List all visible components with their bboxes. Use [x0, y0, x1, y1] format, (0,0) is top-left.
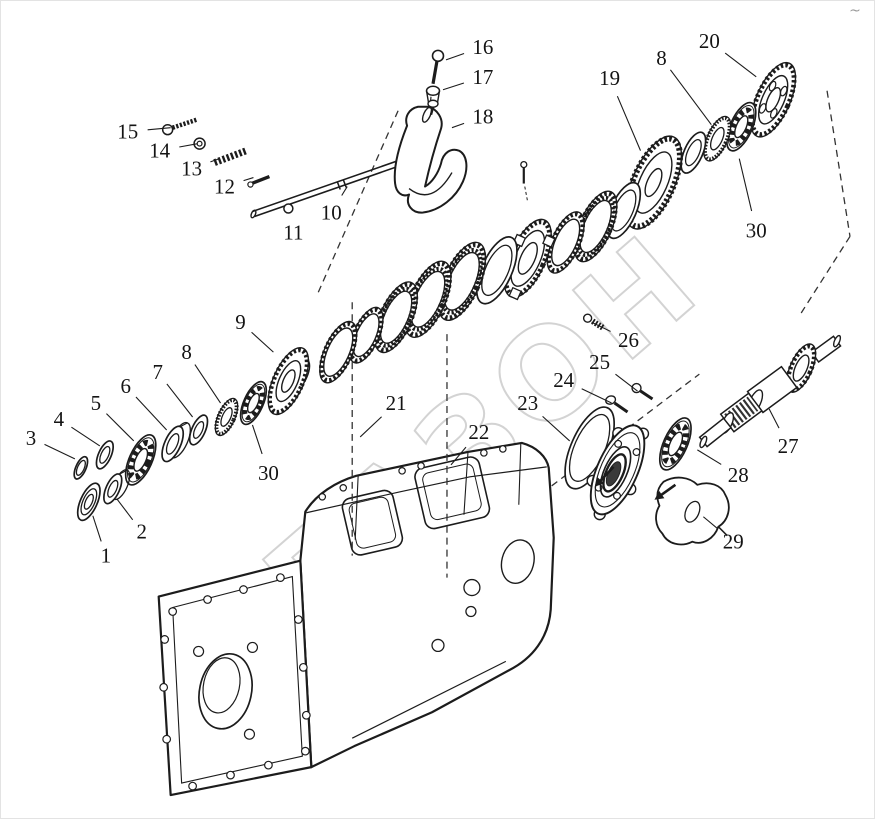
- callout-9: 9: [235, 310, 245, 334]
- part-2-collar: [103, 469, 131, 505]
- part-8-splined-bushing-rear: [702, 115, 732, 162]
- part-4-washer: [95, 440, 115, 470]
- callouts-layer: 1234567893010111213141516171819820302122…: [26, 29, 799, 568]
- callout-12: 12: [214, 175, 235, 199]
- part-11-ball: [283, 203, 294, 214]
- callout-29: 29: [723, 530, 744, 554]
- part-30-bearing-rear: [725, 101, 757, 152]
- part-1-seal-ring: [76, 482, 101, 522]
- part-25-bolt: [631, 382, 654, 401]
- callout-18: 18: [472, 105, 493, 129]
- callout-13: 13: [181, 157, 202, 181]
- part-28-bearing: [658, 417, 692, 471]
- part-16-bolt: [431, 49, 445, 85]
- part-7-ring: [188, 414, 209, 446]
- synchronizer-hub: [503, 218, 556, 301]
- part-18-shift-fork: [393, 105, 468, 214]
- part-5-bearing: [124, 433, 157, 486]
- callout-6: 6: [121, 374, 131, 398]
- part-15-bolt: [161, 117, 198, 136]
- callout-28: 28: [728, 463, 749, 487]
- callout-25: 25: [589, 350, 610, 374]
- callout-3: 3: [26, 426, 36, 450]
- callout-19: 19: [599, 66, 620, 90]
- callout-14: 14: [149, 139, 170, 163]
- part-12-pin: [247, 174, 271, 188]
- corner-mark: ~: [849, 3, 861, 19]
- callout-10: 10: [321, 200, 342, 224]
- callout-5: 5: [91, 391, 101, 415]
- callout-30: 30: [258, 461, 279, 485]
- gearbox-housing: [157, 441, 555, 797]
- part-19-gear: [623, 135, 683, 230]
- part-13-spring: [213, 147, 248, 166]
- part-24-bolt: [604, 395, 629, 414]
- detent-stud: [520, 160, 529, 203]
- direction-arrows: [594, 465, 677, 500]
- part-8-splined-bushing-front: [214, 397, 239, 437]
- callout-4: 4: [54, 407, 65, 431]
- callout-15: 15: [117, 120, 138, 144]
- part-27-output-shaft: [698, 334, 842, 449]
- part-17-plug: [425, 85, 441, 116]
- callout-8: 8: [181, 340, 191, 364]
- callout-24: 24: [553, 368, 574, 392]
- part-29-lock-plate: [655, 476, 730, 546]
- callout-23: 23: [517, 391, 538, 415]
- part-30-bearing-front: [239, 380, 268, 426]
- synchronizer-pack: [546, 181, 642, 274]
- part-9-gear: [267, 346, 311, 416]
- part-3-snap-ring: [73, 455, 89, 480]
- spacer-ring: [680, 131, 707, 174]
- callout-7: 7: [152, 360, 162, 384]
- callout-27: 27: [778, 434, 799, 458]
- parts-layer: [73, 49, 842, 546]
- synchronizer-rings: [318, 236, 518, 384]
- callout-30: 30: [746, 218, 767, 242]
- part-6-spacer: [161, 421, 191, 463]
- callout-20: 20: [699, 29, 720, 53]
- callout-11: 11: [283, 220, 303, 244]
- callout-17: 17: [472, 65, 493, 89]
- part-20-gear: [749, 61, 797, 138]
- callout-1: 1: [101, 544, 111, 568]
- callout-21: 21: [386, 391, 407, 415]
- callout-22: 22: [468, 420, 489, 444]
- callout-8: 8: [656, 46, 666, 70]
- callout-2: 2: [136, 520, 146, 544]
- callout-26: 26: [618, 328, 639, 352]
- callout-16: 16: [472, 35, 493, 59]
